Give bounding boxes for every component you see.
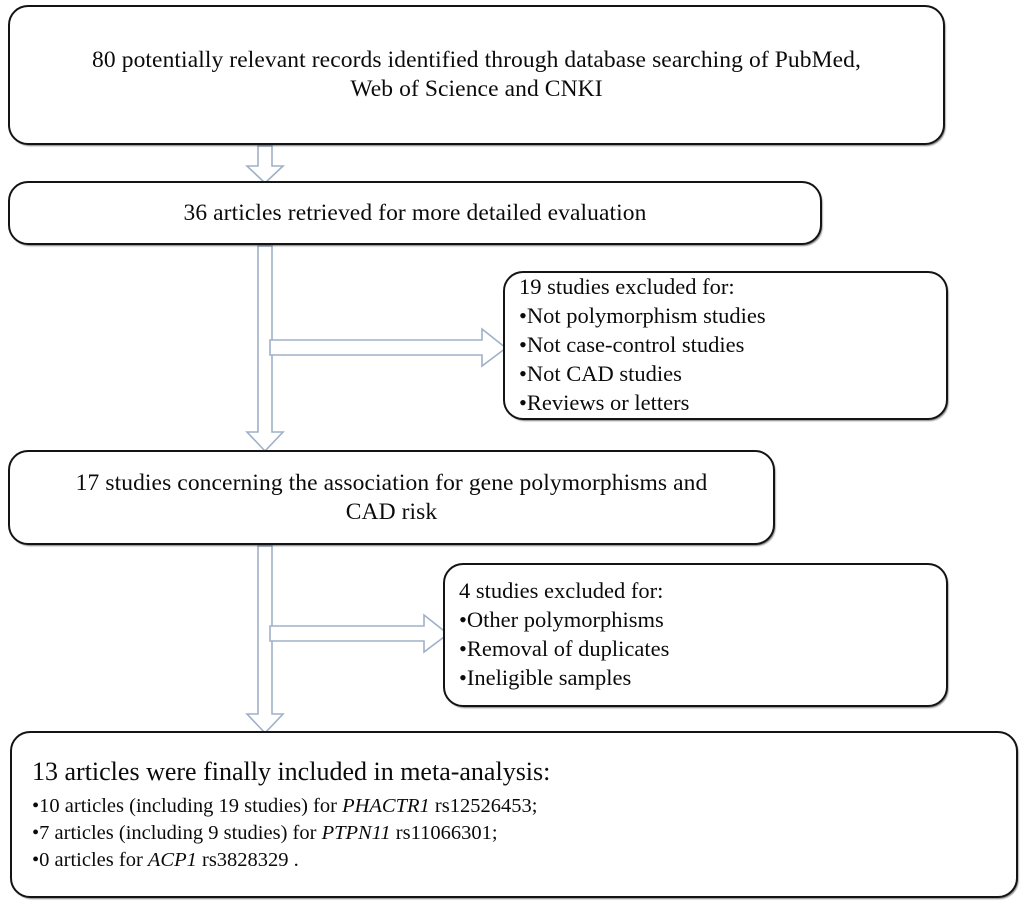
box-excluded-first-heading: 19 studies excluded for:: [519, 274, 735, 300]
box-included-item-2-prefix: •0 articles for: [32, 848, 148, 871]
box-identification-line1: 80 potentially relevant records identifi…: [92, 47, 861, 74]
box-included-item-1-suffix: rs11066301;: [390, 822, 498, 845]
box-included-item-1-prefix: •7 articles (including 9 studies) for: [32, 822, 322, 845]
box-included-item-1: •7 articles (including 9 studies) for PT…: [12, 820, 498, 847]
box-included-item-2: •0 articles for ACP1 rs3828329 .: [12, 847, 299, 874]
box-excluded-first-item-0: •Not polymorphism studies: [519, 302, 766, 328]
box-included-item-0-gene: PHACTR1: [342, 795, 430, 818]
arrow-identification-to-retrieved: [243, 145, 287, 185]
box-excluded-first-item-3: •Reviews or letters: [519, 390, 690, 416]
box-included-item-1-gene: PTPN11: [321, 822, 391, 845]
box-excluded-first-item-2: •Not CAD studies: [519, 361, 682, 387]
box-included-item-0-suffix: rs12526453;: [429, 795, 538, 818]
box-excluded-first-item-1: •Not case-control studies: [519, 331, 745, 357]
box-included-item-0-prefix: •10 articles (including 19 studies) for: [32, 795, 343, 818]
box-excluded-second: 4 studies excluded for: •Other polymorph…: [443, 563, 948, 707]
box-identification: 80 potentially relevant records identifi…: [8, 5, 945, 145]
box-identification-line2: Web of Science and CNKI: [350, 76, 603, 102]
box-eligible-line2: CAD risk: [345, 498, 438, 525]
box-excluded-second-heading: 4 studies excluded for:: [459, 578, 664, 604]
box-excluded-second-item-2: •Ineligible samples: [459, 665, 632, 691]
box-included-item-2-gene: ACP1: [147, 848, 197, 871]
box-included: 13 articles were finally included in met…: [10, 731, 1018, 898]
arrow-eligible-to-included: [243, 545, 287, 735]
box-excluded-second-item-0: •Other polymorphisms: [459, 606, 664, 632]
arrow-retrieved-to-excluded-first: [269, 327, 508, 368]
box-eligible: 17 studies concerning the association fo…: [8, 450, 775, 545]
box-retrieved: 36 articles retrieved for more detailed …: [8, 181, 822, 245]
box-excluded-second-item-1: •Removal of duplicates: [459, 636, 670, 662]
arrow-eligible-to-excluded-second: [269, 613, 450, 654]
box-included-item-2-suffix: rs3828329 .: [196, 848, 299, 871]
box-included-heading: 13 articles were finally included in met…: [32, 756, 551, 786]
box-included-item-0: •10 articles (including 19 studies) for …: [12, 793, 537, 820]
arrow-retrieved-to-eligible: [243, 245, 287, 453]
box-retrieved-line1: 36 articles retrieved for more detailed …: [183, 199, 647, 226]
box-excluded-first: 19 studies excluded for: •Not polymorphi…: [503, 271, 948, 420]
box-eligible-line1: 17 studies concerning the association fo…: [75, 469, 708, 496]
